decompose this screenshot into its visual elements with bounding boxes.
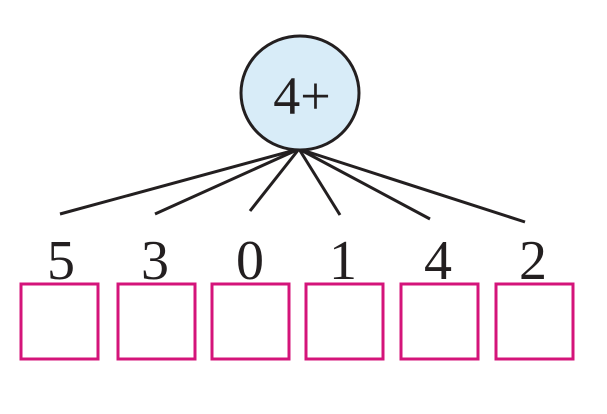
hub-circle <box>239 34 361 152</box>
answer-box-3[interactable] <box>210 282 291 361</box>
number-label-2: 3 <box>141 230 169 292</box>
answer-box-4[interactable] <box>304 282 385 361</box>
hub-label: 4+ <box>273 66 330 126</box>
answer-box-1[interactable] <box>19 282 100 361</box>
connector-line-4 <box>297 148 342 216</box>
answer-box-6[interactable] <box>494 282 575 361</box>
answer-box-5[interactable] <box>399 282 480 361</box>
answer-box-row <box>19 282 575 361</box>
connector-lines <box>59 147 526 224</box>
connector-line-5 <box>298 147 431 221</box>
number-label-5: 4 <box>424 230 452 292</box>
connector-line-6 <box>298 147 526 224</box>
answer-box-2[interactable] <box>116 282 197 361</box>
number-row: 5 3 0 1 4 2 <box>47 230 547 292</box>
number-label-4: 1 <box>329 230 357 292</box>
connector-line-2 <box>154 147 300 216</box>
connector-line-1 <box>59 147 300 216</box>
connector-line-3 <box>248 148 301 212</box>
number-label-6: 2 <box>519 230 547 292</box>
hub-node: 4+ <box>239 34 361 152</box>
number-label-3: 0 <box>236 230 264 292</box>
number-label-1: 5 <box>47 230 75 292</box>
